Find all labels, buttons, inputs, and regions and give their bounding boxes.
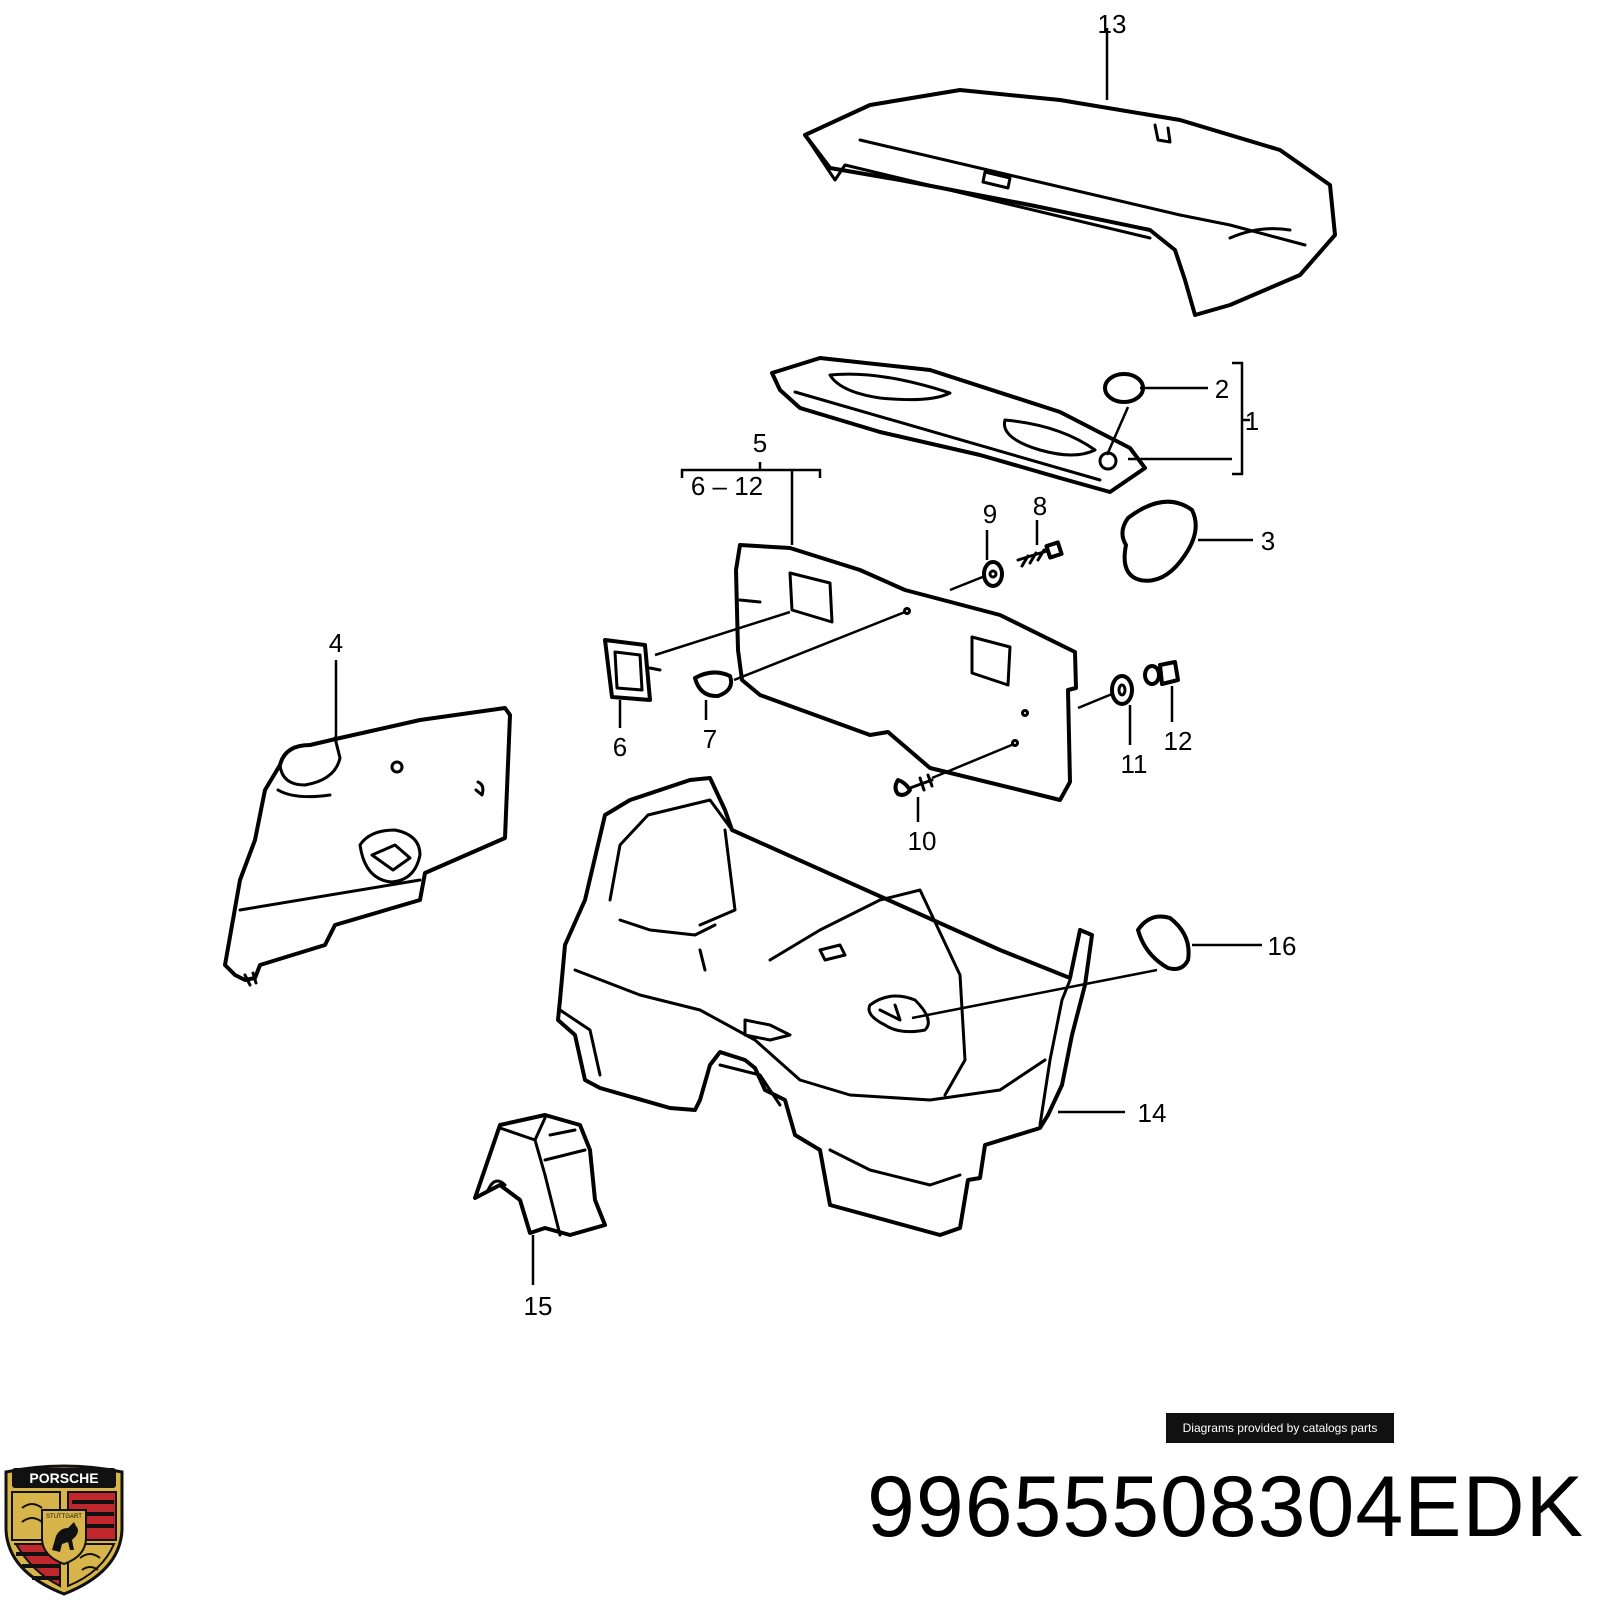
callout-15: 15 [524, 1291, 553, 1321]
callout-1: 1 [1245, 406, 1259, 436]
part-1-upper-panel [770, 356, 1147, 494]
logo-wordmark: PORSCHE [29, 1470, 98, 1486]
part-6-grommet [603, 638, 662, 702]
part-4-side-trim-panel [223, 706, 512, 987]
callout-labels: 1 2 3 4 5 6 – 12 6 7 8 9 10 11 12 13 14 … [329, 9, 1297, 1321]
callout-6: 6 [613, 732, 627, 762]
part-8-screw [1016, 540, 1064, 568]
part-9-washer [982, 560, 1004, 588]
part-14-floor-carpet [556, 776, 1094, 1237]
part-16-plug [1136, 914, 1191, 971]
callout-8: 8 [1033, 491, 1047, 521]
callout-14: 14 [1138, 1098, 1167, 1128]
porsche-crest-logo: PORSCHE STUTTGART [4, 1464, 124, 1596]
callout-5: 5 [753, 428, 767, 458]
part-2-cap [1103, 372, 1145, 404]
part-11-washer [1110, 674, 1134, 706]
credit-banner: Diagrams provided by catalogs parts [1166, 1413, 1394, 1443]
callout-10: 10 [908, 826, 937, 856]
part-12-nut [1143, 660, 1180, 686]
part-10-bolt [893, 773, 934, 797]
part-5-rear-wall-panel [734, 543, 1078, 802]
callout-16: 16 [1268, 931, 1297, 961]
callout-6-12: 6 – 12 [691, 471, 763, 501]
callout-9: 9 [983, 499, 997, 529]
part-7-clip [693, 670, 734, 699]
leader-lines [334, 28, 1262, 1285]
part-15-cover [473, 1113, 607, 1237]
callout-4: 4 [329, 628, 343, 658]
part-3-cover [1120, 499, 1198, 583]
callout-3: 3 [1261, 526, 1275, 556]
callout-11: 11 [1121, 749, 1148, 779]
part-number: 99655508304EDK [867, 1459, 1584, 1555]
logo-city: STUTTGART [46, 1514, 82, 1520]
callout-7: 7 [703, 724, 717, 754]
callout-2: 2 [1215, 374, 1229, 404]
callout-13: 13 [1098, 9, 1127, 39]
callout-12: 12 [1164, 726, 1193, 756]
part-13-parcel-shelf [803, 88, 1337, 317]
horse-icon [52, 1522, 78, 1552]
